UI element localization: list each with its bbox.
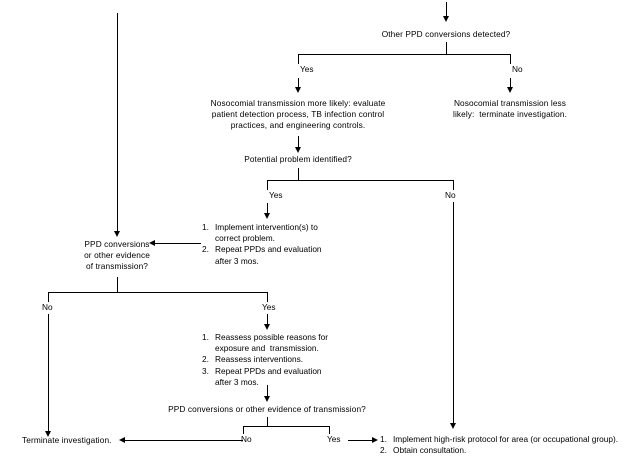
list-item: 1. Reassess possible reasons for exposure… <box>202 332 402 354</box>
connector-conversions-yes-arrowline <box>267 314 268 326</box>
list-item-text: Repeat PPDs and evaluation after 3 mos. <box>215 244 322 266</box>
process-implement-interventions: 1. Implement intervention(s) to correct p… <box>202 222 382 267</box>
arrowhead-reassess-to-conversions2-icon <box>264 396 270 402</box>
arrowhead-conversions2-no-icon <box>119 437 125 443</box>
list-item-text: Reassess possible reasons for exposure a… <box>215 332 328 354</box>
arrowhead-potential-no-icon <box>450 423 456 429</box>
list-item-text: Implement high-risk protocol for area (o… <box>393 434 619 444</box>
arrowhead-left-entry-icon <box>114 231 120 237</box>
branch-label-conversions-yes: Yes <box>262 302 276 312</box>
connector-conversions2-no-to-terminate <box>125 440 243 441</box>
connector-potential-stem <box>298 168 299 180</box>
connector-other-ppd-yes-arrowline <box>298 78 299 89</box>
connector-interventions-to-conversions <box>155 243 201 244</box>
list-item: 2. Obtain consultation. <box>380 445 620 456</box>
decision-other-ppd-conversions: Other PPD conversions detected? <box>381 29 511 39</box>
list-item: 1. Implement intervention(s) to correct p… <box>202 222 382 244</box>
connector-other-ppd-yes-drop <box>298 54 299 64</box>
list-number: 2. <box>380 445 387 456</box>
connector-potential-split <box>267 180 453 181</box>
connector-potential-no-drop <box>453 180 454 190</box>
arrowhead-to-potential-problem-icon <box>295 147 301 153</box>
list-item: 1. Implement high-risk protocol for area … <box>380 434 620 445</box>
list-item: 2. Reassess interventions. <box>202 354 402 365</box>
connector-potential-yes-arrowline <box>267 203 268 215</box>
decision-potential-problem: Potential problem identified? <box>244 154 352 164</box>
connector-other-ppd-split <box>298 54 510 55</box>
connector-potential-yes-drop <box>267 180 268 190</box>
branch-label-conversions2-yes: Yes <box>327 434 341 444</box>
arrowhead-conversions-no-icon <box>45 431 51 437</box>
connector-conversions-no-longline <box>48 314 49 433</box>
connector-conversions2-stem <box>267 417 268 427</box>
list-number: 2. <box>202 244 209 255</box>
process-nosocomial-less-likely: Nosocomial transmission less likely: ter… <box>453 98 567 120</box>
process-nosocomial-more-likely: Nosocomial transmission more likely: eva… <box>210 98 386 131</box>
arrowhead-interventions-to-conversions-icon <box>149 240 155 246</box>
list-item-text: Implement intervention(s) to correct pro… <box>215 222 318 244</box>
list-number: 1. <box>202 332 209 342</box>
branch-label-potential-no: No <box>445 190 456 200</box>
connector-left-entry-longline <box>117 13 118 233</box>
arrowhead-other-ppd-yes-icon <box>295 87 301 93</box>
process-reassess-steps: 1. Reassess possible reasons for exposure… <box>202 332 402 388</box>
terminal-terminate-investigation: Terminate investigation. <box>22 435 112 445</box>
connector-other-ppd-no-arrowline <box>510 78 511 89</box>
connector-conversions-split <box>48 292 268 293</box>
process-high-risk-protocol: 1. Implement high-risk protocol for area … <box>380 434 620 456</box>
connector-conversions-no-drop <box>48 292 49 302</box>
decision-ppd-conversions-evidence-2: PPD conversions or other evidence of tra… <box>168 404 366 414</box>
branch-label-conversions-no: No <box>42 302 53 312</box>
connector-entry-top <box>446 2 447 18</box>
connector-conversions-yes-drop <box>267 292 268 302</box>
connector-potential-no-longline <box>453 202 454 424</box>
connector-conversions2-yes-drop <box>329 426 330 434</box>
connector-conversions2-no-drop <box>243 426 244 434</box>
connector-other-ppd-no-drop <box>510 54 511 64</box>
connector-other-ppd-stem <box>446 42 447 54</box>
branch-label-other-ppd-no: No <box>512 64 523 74</box>
list-number: 3. <box>202 365 209 376</box>
arrowhead-potential-yes-icon <box>264 213 270 219</box>
list-item-text: Repeat PPDs and evaluation after 3 mos. <box>215 365 322 387</box>
branch-label-conversions2-no: No <box>241 434 252 444</box>
connector-reassess-to-conversions2 <box>267 385 268 399</box>
list-number: 1. <box>380 434 387 444</box>
branch-label-other-ppd-yes: Yes <box>300 64 314 74</box>
list-number: 2. <box>202 354 209 365</box>
connector-conversions2-split <box>243 426 329 427</box>
branch-label-potential-yes: Yes <box>269 190 283 200</box>
connector-conversions-stem <box>117 277 118 293</box>
list-item-text: Obtain consultation. <box>393 445 467 456</box>
connector-conversions2-yes-to-highrisk <box>348 440 373 441</box>
connector-to-potential-problem <box>298 136 299 150</box>
arrowhead-conversions-yes-icon <box>264 324 270 330</box>
list-item: 2. Repeat PPDs and evaluation after 3 mos… <box>202 244 382 266</box>
arrowhead-entry-top-icon <box>443 16 449 22</box>
arrowhead-other-ppd-no-icon <box>507 87 513 93</box>
decision-ppd-conversions-evidence: PPD conversions or other evidence of tra… <box>84 239 150 272</box>
list-item: 3. Repeat PPDs and evaluation after 3 mos… <box>202 366 402 388</box>
list-number: 1. <box>202 222 209 232</box>
list-item-text: Reassess interventions. <box>215 354 304 365</box>
arrowhead-conversions2-yes-icon <box>372 437 378 443</box>
